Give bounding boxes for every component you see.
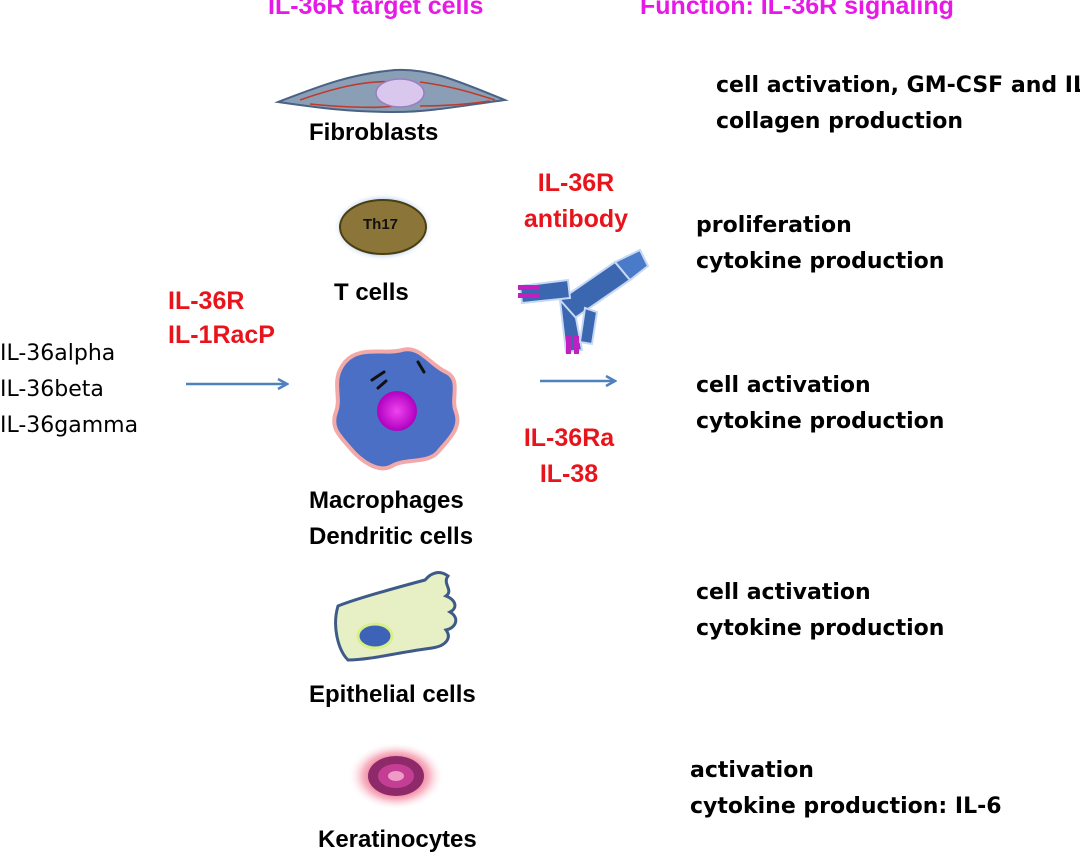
function-t-cells-line1: proliferation [696, 213, 852, 238]
antagonist-label: IL-36Ra IL-38 [516, 420, 622, 492]
macrophage-icon [332, 347, 460, 471]
label-dendritic-line2: Dendritic cells [309, 523, 474, 550]
antagonist-il38: IL-38 [539, 460, 599, 488]
function-macrophages-line1: cell activation [696, 373, 871, 398]
antagonist-il36ra: IL-36Ra [523, 424, 615, 452]
fibroblast-icon [274, 68, 509, 114]
label-macrophages-line1: Macrophages [309, 487, 464, 514]
label-t-cells: T cells [334, 279, 409, 306]
antibody-label: IL-36R antibody [512, 165, 640, 237]
function-epithelial-line1: cell activation [696, 580, 871, 605]
header-target-cells: IL-36R target cells [268, 0, 484, 20]
antibody-line1: IL-36R [537, 169, 615, 197]
function-fibroblasts-line2: collagen production [716, 109, 964, 134]
function-macrophages-line2: cytokine production [696, 409, 945, 434]
keratinocyte-icon [348, 742, 444, 810]
epithelial-cell-icon [334, 571, 458, 662]
th17-badge: Th17 [363, 216, 399, 233]
ligand-list: IL-36alpha IL-36beta IL-36gamma [0, 336, 138, 444]
antibody-icon [518, 248, 650, 354]
label-fibroblasts: Fibroblasts [309, 119, 439, 146]
label-epithelial: Epithelial cells [309, 681, 476, 708]
function-fibroblasts: cell activation, GM-CSF and IL-6, collag… [716, 68, 1080, 140]
header-function: Function: IL-36R signaling [640, 0, 954, 20]
function-fibroblasts-line1: cell activation, GM-CSF and IL-6, [716, 73, 1080, 98]
antibody-line2: antibody [523, 205, 629, 233]
ligand-gamma: IL-36gamma [0, 413, 139, 438]
receptor-il36r: IL-36R [168, 287, 245, 315]
function-epithelial: cell activation cytokine production [696, 575, 944, 647]
function-macrophages: cell activation cytokine production [696, 368, 944, 440]
receptor-il1racp: IL-1RacP [168, 321, 275, 349]
function-keratinocytes: activation cytokine production: IL-6 [690, 753, 1002, 825]
t-cell-icon [333, 193, 433, 261]
receptor-label: IL-36R IL-1RacP [168, 284, 275, 352]
function-epithelial-line2: cytokine production [696, 616, 945, 641]
function-keratinocytes-line1: activation [690, 758, 814, 783]
label-macrophages: Macrophages Dendritic cells [309, 483, 473, 555]
function-keratinocytes-line2: cytokine production: IL-6 [690, 794, 1002, 819]
function-t-cells-line2: cytokine production [696, 249, 945, 274]
ligand-beta: IL-36beta [0, 377, 104, 402]
function-t-cells: proliferation cytokine production [696, 208, 944, 280]
ligand-alpha: IL-36alpha [0, 341, 116, 366]
label-keratinocytes: Keratinocytes [318, 826, 477, 853]
